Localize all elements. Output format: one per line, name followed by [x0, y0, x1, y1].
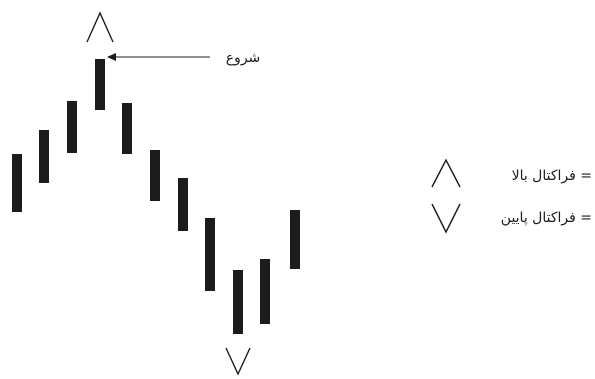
legend-down-marker-icon [431, 203, 461, 234]
legend-up-label: فراكتال بالا = [512, 168, 592, 184]
price-bar-7 [178, 178, 188, 231]
start-arrow-head-icon [107, 53, 116, 61]
price-bar-3 [67, 101, 77, 153]
price-bar-6 [150, 150, 160, 201]
legend-up-marker-icon [431, 158, 461, 188]
price-bar-11 [290, 210, 300, 269]
down-fractal-marker-icon [225, 347, 251, 376]
start-label: شروع [226, 50, 261, 66]
price-bar-1 [12, 154, 22, 212]
up-fractal-marker-icon [86, 11, 114, 43]
price-bar-5 [122, 103, 132, 154]
price-bar-4 [95, 59, 105, 110]
price-bar-9 [233, 270, 243, 334]
price-bar-2 [39, 130, 49, 183]
price-bar-8 [205, 218, 215, 291]
legend-down-label: فراكتال پايين = [501, 210, 592, 226]
price-bar-10 [260, 259, 270, 324]
